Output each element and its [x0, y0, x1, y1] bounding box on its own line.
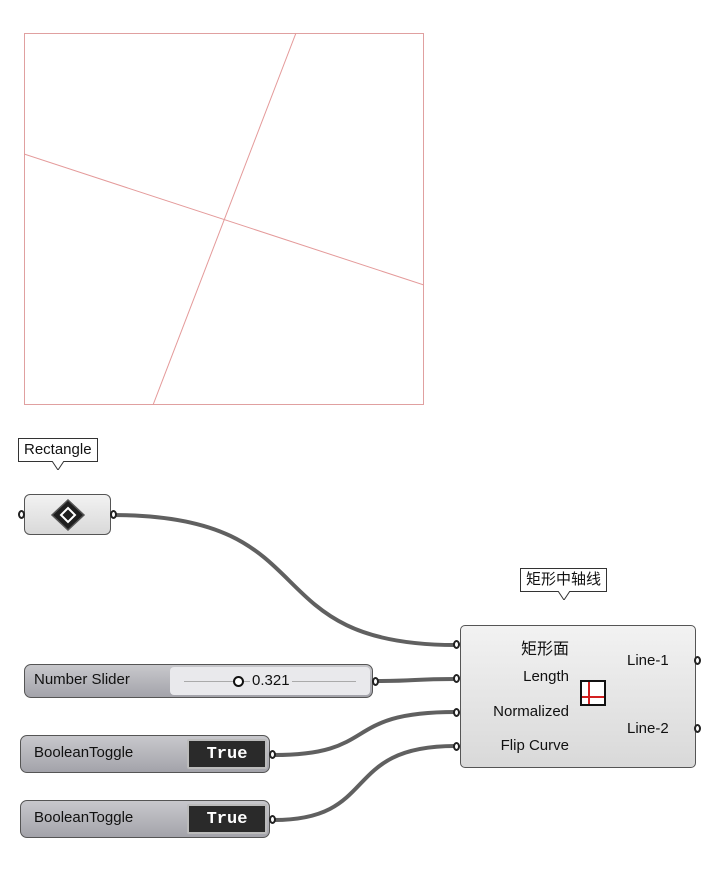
input-flip-curve-port[interactable]	[453, 742, 460, 751]
rectangle-axis-icon	[580, 680, 606, 706]
input-normalized-port[interactable]	[453, 708, 460, 717]
axis-line-2	[24, 153, 424, 286]
slider-grip[interactable]	[233, 676, 244, 687]
number-slider-output-port[interactable]	[372, 677, 379, 686]
input-face-label: 矩形面	[520, 641, 569, 658]
rectangle-axis-component[interactable]: 矩形面 Length Normalized Flip Curve Line-1 …	[460, 625, 696, 768]
rectangle-tag-label: Rectangle	[24, 441, 92, 458]
rectangle-param-icon	[50, 498, 86, 532]
slider-value: 0.321	[250, 672, 292, 689]
component-tag: 矩形中轴线	[520, 568, 608, 600]
rectangle-param-output-port[interactable]	[110, 510, 117, 519]
number-slider[interactable]: Number Slider 0.321	[24, 664, 373, 698]
output-line-1-label: Line-1	[627, 652, 669, 669]
viewport-preview	[24, 33, 424, 405]
output-line-2-label: Line-2	[627, 720, 669, 737]
wire-toggle2-to-flip	[273, 744, 456, 822]
input-normalized-label: Normalized	[493, 703, 569, 720]
rectangle-param[interactable]	[24, 494, 111, 535]
tag-pointer	[51, 461, 64, 470]
input-flip-curve-label: Flip Curve	[500, 737, 569, 754]
wire-toggle1-to-normalized	[273, 710, 456, 757]
output-line-2-port[interactable]	[694, 724, 701, 733]
input-face-port[interactable]	[453, 640, 460, 649]
boolean-toggle-1[interactable]: BooleanToggle True	[20, 735, 270, 773]
slider-track-panel: 0.321	[170, 667, 370, 695]
boolean-toggle-2-value[interactable]: True	[187, 804, 267, 834]
input-length-label: Length	[523, 668, 569, 685]
tag-pointer	[557, 591, 570, 600]
input-length-port[interactable]	[453, 674, 460, 683]
boolean-toggle-1-name: BooleanToggle	[34, 744, 134, 761]
preview-geometry	[24, 33, 424, 405]
rectangle-param-input-port[interactable]	[18, 510, 25, 519]
boolean-toggle-1-output-port[interactable]	[269, 750, 276, 759]
number-slider-name: Number Slider	[34, 671, 130, 688]
wire-rectangle-to-face	[112, 513, 456, 647]
wire-slider-to-length	[376, 677, 456, 683]
boolean-toggle-2-name: BooleanToggle	[34, 809, 134, 826]
rectangle-tag: Rectangle	[18, 438, 98, 470]
boolean-toggle-2[interactable]: BooleanToggle True	[20, 800, 270, 838]
boolean-toggle-2-output-port[interactable]	[269, 815, 276, 824]
boolean-toggle-1-value[interactable]: True	[187, 739, 267, 769]
axis-line-1	[152, 33, 297, 405]
component-tag-label: 矩形中轴线	[526, 571, 602, 588]
output-line-1-port[interactable]	[694, 656, 701, 665]
